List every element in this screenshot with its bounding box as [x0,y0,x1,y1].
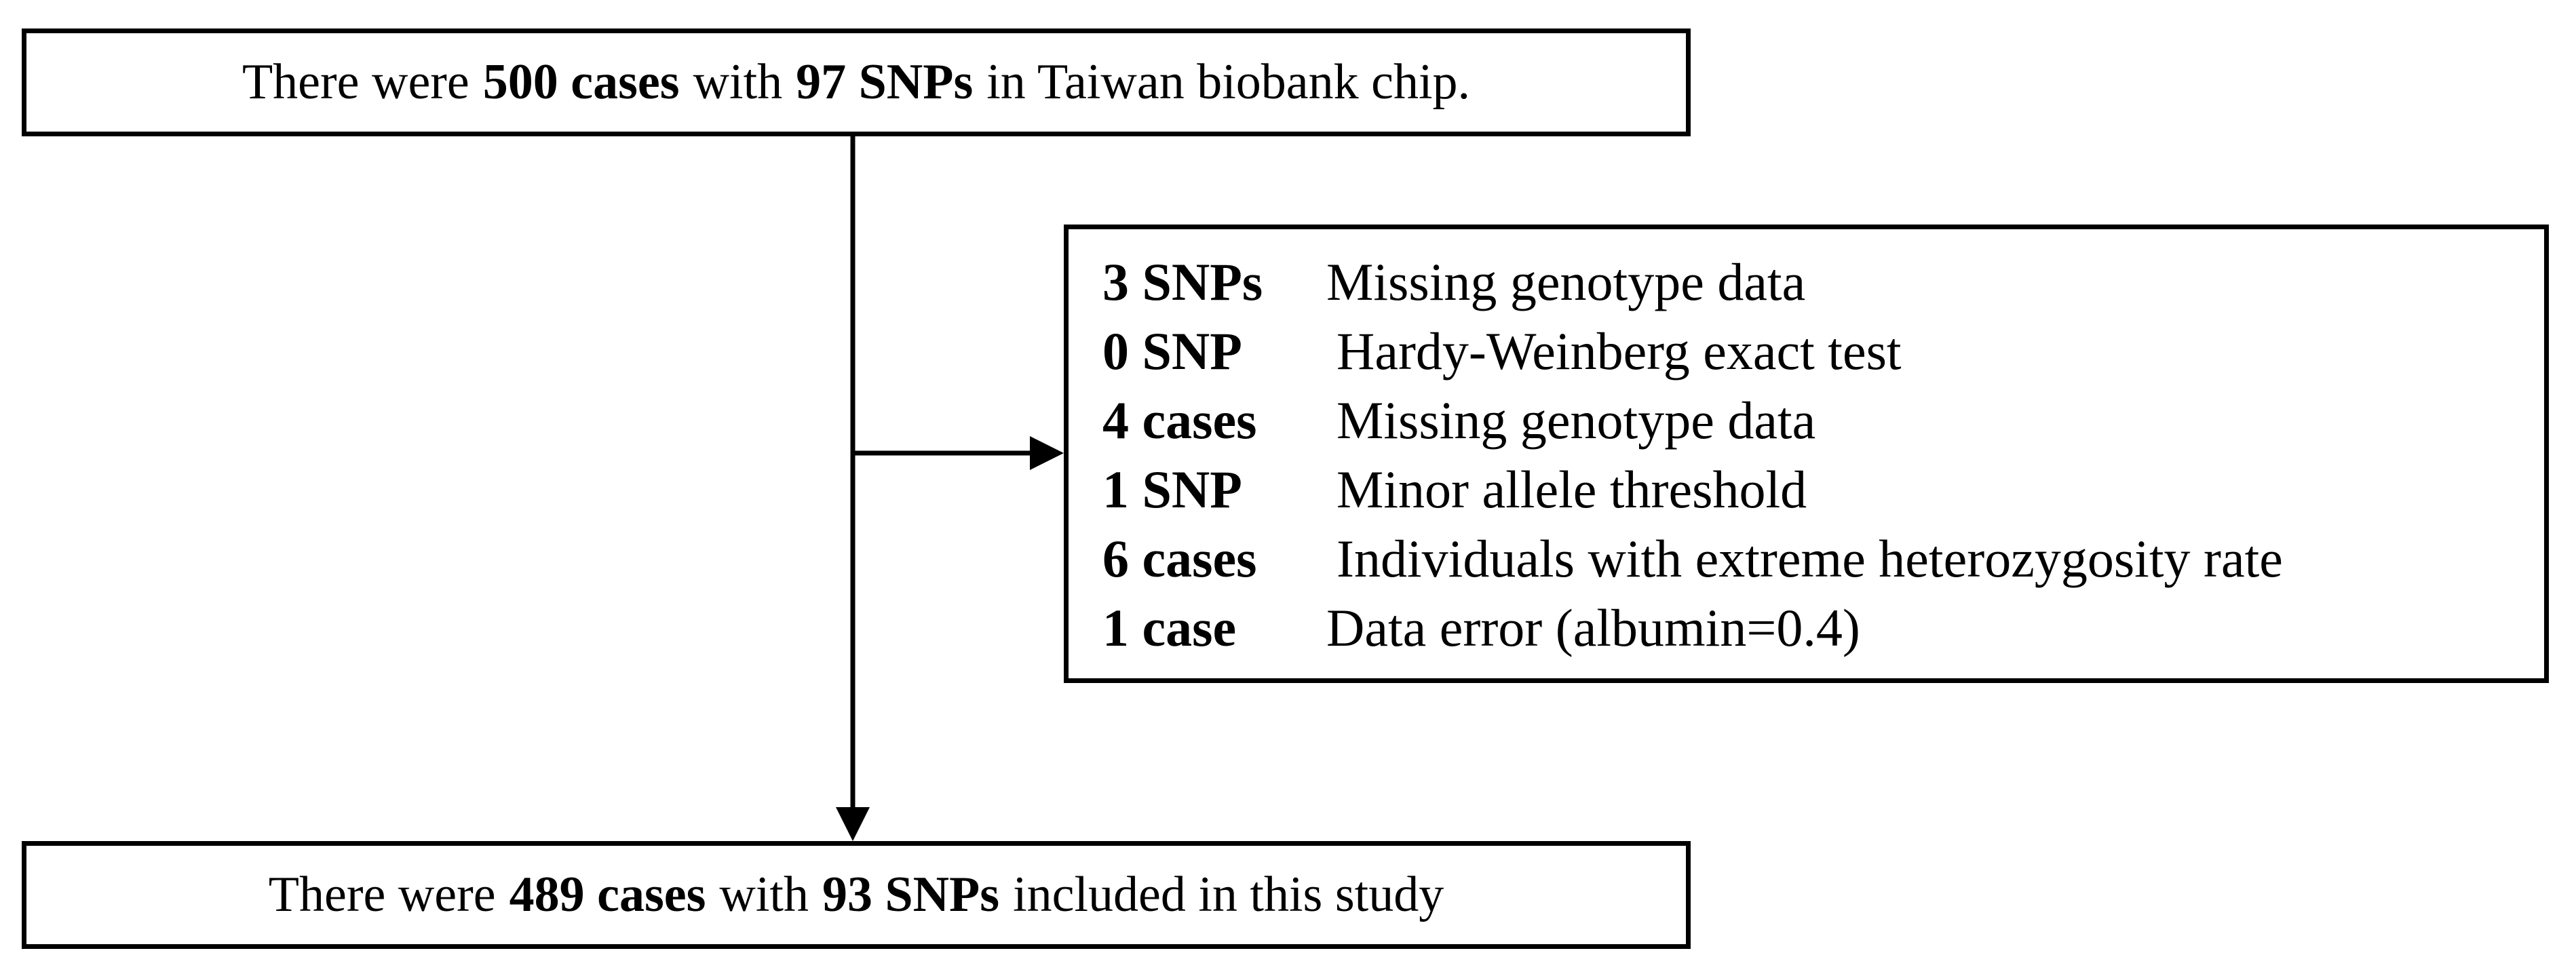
exclusion-reason: Hardy-Weinberg exact test [1337,322,1902,381]
exclusion-reason: Individuals with extreme heterozygosity … [1337,529,2283,588]
exclusion-row: 0 SNP Hardy-Weinberg exact test [1102,317,1902,385]
final-cases-count: 489 cases [509,867,706,922]
initial-snps-count: 97 SNPs [796,54,974,110]
initial-cases-count: 500 cases [482,54,680,110]
exclusion-reason: Data error (albumin=0.4) [1326,598,1860,657]
exclusion-row: 3 SNPs Missing genotype data [1102,248,1805,316]
exclusion-count: 1 SNP [1102,460,1242,519]
exclusion-count: 0 SNP [1102,322,1242,381]
exclusion-reason: Minor allele threshold [1337,460,1807,519]
exclusion-criteria-box: 3 SNPs Missing genotype data 0 SNP Hardy… [1064,225,2549,683]
exclusion-row: 6 cases Individuals with extreme heteroz… [1102,525,2283,593]
down-arrowhead [836,807,870,841]
initial-prefix: There were [242,54,469,110]
exclusion-reason: Missing genotype data [1337,391,1816,450]
exclusion-count: 4 cases [1102,391,1257,450]
right-arrowhead [1030,436,1064,470]
exclusion-count: 3 SNPs [1102,252,1263,311]
initial-suffix: in Taiwan biobank chip. [986,54,1471,110]
exclusion-reason: Missing genotype data [1326,252,1806,311]
final-prefix: There were [268,867,496,922]
initial-middle: with [693,54,783,110]
exclusion-count: 6 cases [1102,529,1257,588]
exclusion-count: 1 case [1102,598,1237,657]
final-middle: with [719,867,809,922]
final-snps-count: 93 SNPs [822,867,1000,922]
exclusion-row: 1 SNP Minor allele threshold [1102,456,1807,524]
exclusion-row: 1 case Data error (albumin=0.4) [1102,594,1860,662]
final-suffix: included in this study [1013,867,1444,922]
exclusion-row: 4 cases Missing genotype data [1102,387,1815,454]
